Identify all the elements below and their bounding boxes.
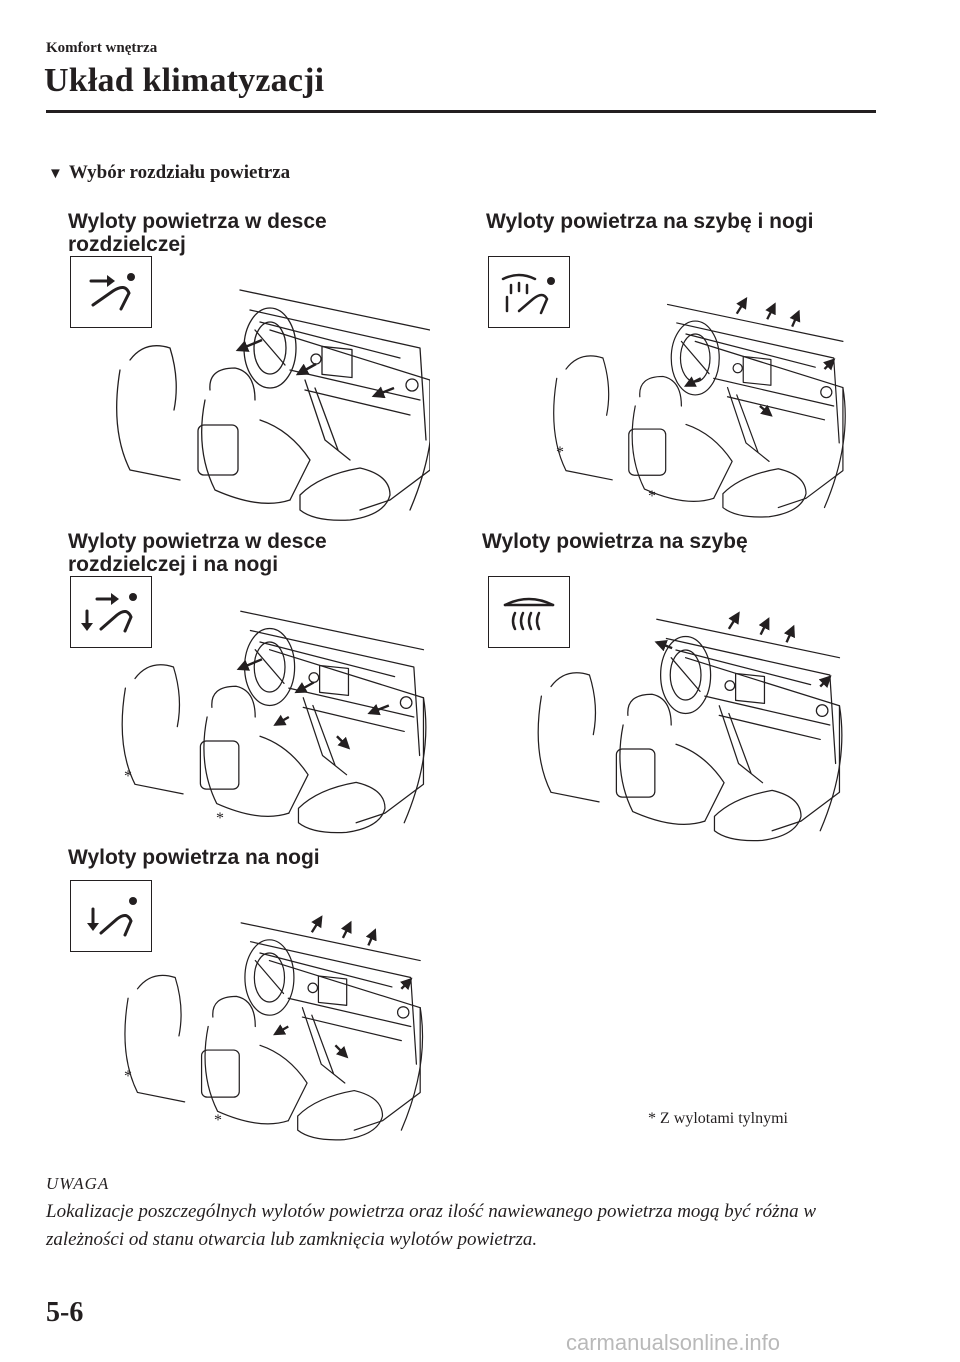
floor-vent-icon bbox=[70, 880, 152, 952]
interior-illustration bbox=[90, 904, 430, 1149]
subheading: ▼ Wybór rozdziału powietrza bbox=[48, 162, 290, 184]
section-label: Komfort wnętrza bbox=[46, 40, 158, 56]
page-number: 5-6 bbox=[46, 1297, 84, 1328]
watermark: carmanualsonline.info bbox=[566, 1330, 781, 1355]
caption-line: Wyloty powietrza na nogi bbox=[68, 846, 320, 869]
title-divider bbox=[46, 110, 876, 113]
caption-line: rozdzielczej i na nogi bbox=[68, 553, 279, 576]
caption-line: Wyloty powietrza w desce bbox=[68, 210, 327, 233]
caption-line: Wyloty powietrza na szybę bbox=[482, 530, 748, 553]
interior-illustration bbox=[516, 286, 856, 526]
caption-bi-level: Wyloty powietrza w desce rozdzielczej i … bbox=[68, 530, 327, 576]
rear-outlet-marker: * bbox=[124, 768, 132, 785]
caption-line: Wyloty powietrza w desce bbox=[68, 530, 327, 553]
caption-line: Wyloty powietrza na szybę i nogi bbox=[486, 210, 814, 233]
page-title: Układ klimatyzacji bbox=[44, 62, 325, 99]
caption-windshield-defrost: Wyloty powietrza na szybę bbox=[482, 530, 748, 553]
rear-outlet-marker: * bbox=[648, 488, 656, 505]
rear-outlet-marker: * bbox=[216, 810, 224, 827]
rear-outlet-marker: * bbox=[214, 1112, 222, 1129]
footnote: * Z wylotami tylnymi bbox=[648, 1110, 788, 1128]
caption-face-vents: Wyloty powietrza w desce rozdzielczej bbox=[68, 210, 327, 256]
bi-level-icon bbox=[70, 576, 152, 648]
rear-outlet-marker: * bbox=[124, 1068, 132, 1085]
caption-defrost-floor: Wyloty powietrza na szybę i nogi bbox=[486, 210, 814, 233]
footnote-marker: * bbox=[648, 1110, 656, 1127]
interior-illustration bbox=[90, 592, 430, 842]
defrost-floor-icon bbox=[488, 256, 570, 328]
caption-floor: Wyloty powietrza na nogi bbox=[68, 846, 320, 869]
windshield-defrost-icon bbox=[488, 576, 570, 648]
face-vent-icon bbox=[70, 256, 152, 328]
interior-illustration bbox=[506, 600, 846, 850]
note-heading: UWAGA bbox=[46, 1174, 110, 1193]
note-text: Lokalizacje poszczególnych wylotów powie… bbox=[46, 1201, 816, 1250]
caption-line: rozdzielczej bbox=[68, 233, 186, 256]
triangle-bullet-icon: ▼ bbox=[48, 166, 63, 182]
footnote-text: Z wylotami tylnymi bbox=[660, 1110, 788, 1127]
rear-outlet-marker: * bbox=[556, 444, 564, 461]
interior-illustration bbox=[90, 270, 430, 530]
subheading-text: Wybór rozdziału powietrza bbox=[68, 162, 291, 183]
